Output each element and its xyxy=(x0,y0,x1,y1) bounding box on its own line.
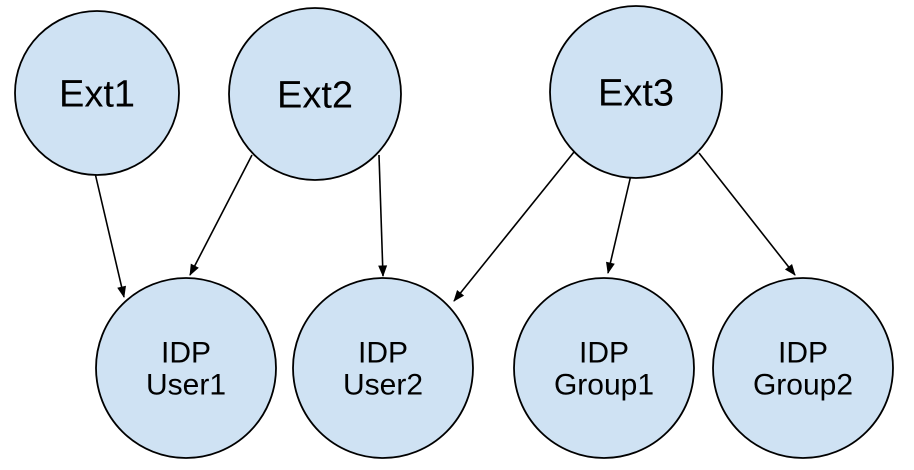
edge-ext3-to-idp-group1 xyxy=(606,174,632,274)
node-label-ext1: Ext1 xyxy=(59,73,135,115)
node-ext2: Ext2 xyxy=(228,7,402,181)
edge-ext1-to-idp-user1 xyxy=(94,172,126,298)
edge-ext2-to-idp-user1 xyxy=(189,154,253,276)
node-circle-idp-user1 xyxy=(95,277,277,459)
node-ext3: Ext3 xyxy=(549,5,723,179)
node-label-ext3: Ext3 xyxy=(598,72,674,114)
node-circle-idp-user2 xyxy=(292,277,474,459)
node-label-ext2: Ext2 xyxy=(277,74,353,116)
node-circle-idp-group1 xyxy=(513,277,695,459)
node-circle-idp-group2 xyxy=(712,277,894,459)
node-ext1: Ext1 xyxy=(14,10,180,176)
edge-ext3-to-idp-group2 xyxy=(698,152,796,276)
node-circle-ext2 xyxy=(228,7,402,181)
node-circle-ext1 xyxy=(14,10,180,176)
edge-ext2-to-idp-user2 xyxy=(378,154,388,277)
edge-ext3-to-idp-user2 xyxy=(453,151,575,302)
node-circle-ext3 xyxy=(549,5,723,179)
